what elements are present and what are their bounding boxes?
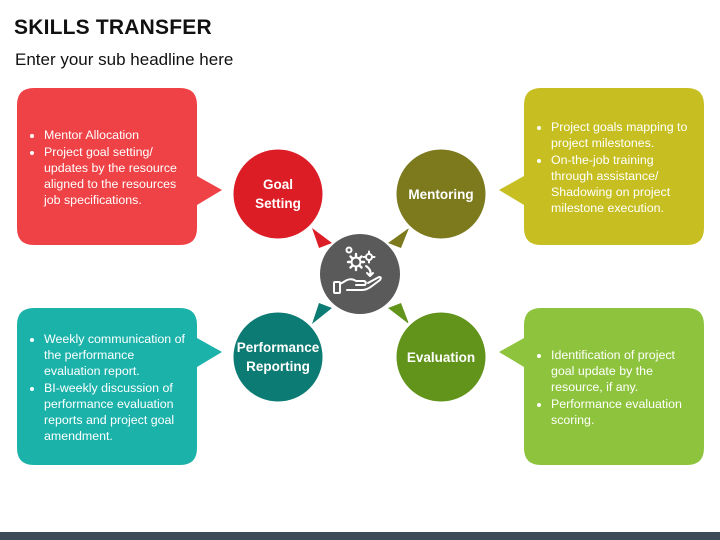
page-title: SKILLS TRANSFER [14,16,212,39]
bullet-item: On-the-job training through assistance/ … [551,152,692,216]
page-subtitle: Enter your sub headline here [15,50,234,69]
mentoring-circle [393,146,489,242]
goal-setting-bullet-list: Mentor Allocation Project goal setting/ … [29,127,185,209]
goal-setting-callout: Mentor Allocation Project goal setting/ … [17,88,197,245]
mentoring-label: Mentoring [395,148,487,240]
evaluation-circle [393,309,489,405]
performance-reporting-callout-shape [17,308,222,465]
mentoring-callout-shape [499,88,704,245]
performance-reporting-bullet-list: Weekly communication of the performance … [29,331,185,445]
goal-setting-label-line2: Setting [255,196,301,211]
performance-reporting-label-line1: Performance [236,340,320,355]
bullet-item: Identification of project goal update by… [551,347,692,395]
goal-setting-callout-shape [17,88,222,245]
goal-setting-pointer [312,228,332,248]
mentoring-callout: Project goals mapping to project milesto… [524,88,704,245]
performance-reporting-circle [230,309,326,405]
evaluation-pointer [388,303,409,324]
evaluation-callout-shape [499,308,704,465]
bullet-item: Weekly communication of the performance … [44,331,185,379]
evaluation-label-text: Evaluation [406,349,476,365]
performance-reporting-label-line2: Reporting [246,359,310,374]
evaluation-bullet-list: Identification of project goal update by… [536,347,692,429]
bullet-item: Project goals mapping to project milesto… [551,119,692,151]
footer-bar [0,532,720,540]
goal-setting-label-line1: Goal [262,177,293,192]
bullet-item: Project goal setting/ updates by the res… [44,144,185,208]
bullet-item: Performance evaluation scoring. [551,396,692,428]
mentoring-label-text: Mentoring [408,186,474,202]
hand-holding-gears-icon [333,246,382,294]
center-circle [320,234,400,314]
evaluation-label: Evaluation [395,311,487,403]
goal-setting-circle [230,146,326,242]
mentoring-pointer [388,228,409,248]
evaluation-callout: Identification of project goal update by… [524,308,704,465]
performance-reporting-callout: Weekly communication of the performance … [17,308,197,465]
bullet-item: BI-weekly discussion of performance eval… [44,380,185,444]
bullet-item: Mentor Allocation [44,127,185,143]
performance-reporting-pointer [312,303,332,324]
mentoring-bullet-list: Project goals mapping to project milesto… [536,119,692,217]
